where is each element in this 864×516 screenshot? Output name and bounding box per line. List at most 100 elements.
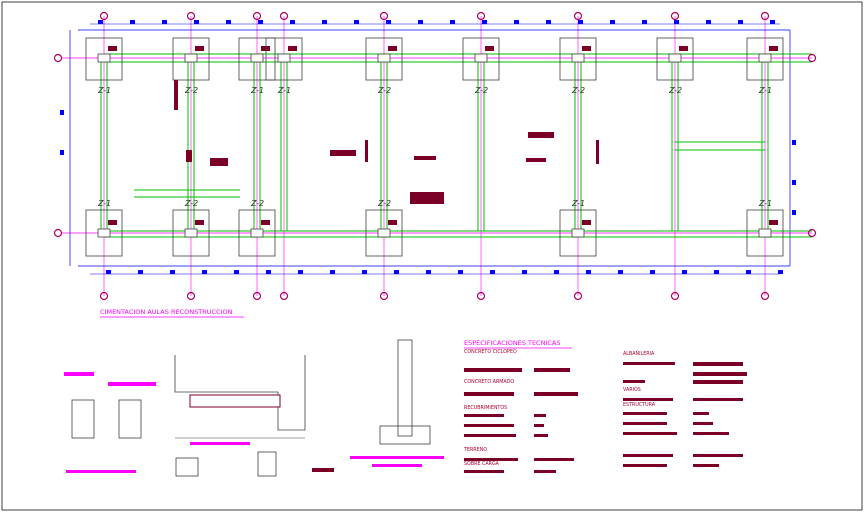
spec-heading-terreno: TERRENO — [463, 447, 487, 453]
footing-outline — [656, 37, 694, 81]
spec-value-bar — [464, 458, 518, 461]
dimension-tick — [426, 270, 431, 274]
dimension-tick — [234, 270, 239, 274]
footing-tag — [388, 46, 397, 51]
spec-value-bar — [623, 464, 667, 467]
dimension-tick — [770, 20, 775, 24]
footing-zone-label: Z-2 — [668, 86, 682, 95]
column — [758, 53, 772, 63]
dimension-tick — [162, 20, 167, 24]
dimension-tick — [266, 270, 271, 274]
footing-tag — [679, 46, 688, 51]
axis-bubble — [573, 291, 583, 301]
footing-zone-label: Z-1 — [250, 86, 264, 95]
spec-value-bar — [464, 434, 516, 437]
spec-value-bar — [623, 454, 673, 457]
spec-value-bar — [534, 424, 544, 427]
axis-bubble — [99, 11, 109, 21]
dimension-tick — [578, 20, 583, 24]
dimension-tick — [650, 270, 655, 274]
spec-value-bar — [464, 368, 522, 372]
detail-label-bar — [108, 382, 156, 386]
spec-value-bar — [693, 398, 743, 401]
spec-value-bar — [623, 412, 667, 415]
footing-tag — [485, 46, 494, 51]
dimension-tick — [170, 270, 175, 274]
dimension-tick — [746, 270, 751, 274]
dimension-tick — [554, 270, 559, 274]
axis-bubble — [760, 291, 770, 301]
footing-zone-label: Z-2 — [571, 86, 585, 95]
dimension-tick — [386, 20, 391, 24]
spec-heading-concreto-armado: CONCRETO ARMADO — [464, 379, 514, 385]
axis-bubble — [99, 291, 109, 301]
footing-zone-label: Z-1 — [97, 86, 111, 95]
footing-outline — [365, 37, 403, 81]
footing-tag — [195, 220, 204, 225]
column — [377, 228, 391, 238]
footing-outline — [172, 209, 210, 257]
footing-zone-label: Z-2 — [184, 86, 198, 95]
dimension-tick — [330, 270, 335, 274]
dimension-tick — [418, 20, 423, 24]
detail-label-bar — [372, 464, 422, 467]
dimension-tick — [354, 20, 359, 24]
spec-value-bar — [693, 372, 747, 376]
dimension-tick — [258, 20, 263, 24]
axis-bubble — [379, 11, 389, 21]
footing-tag — [195, 46, 204, 51]
spec-heading-recubrimientos: RECUBRIMIENTOS — [464, 405, 507, 411]
footing-outline — [746, 209, 784, 257]
dimension-tick — [682, 270, 687, 274]
dimension-tick — [362, 270, 367, 274]
spec-value-bar — [623, 362, 675, 365]
specs-title: ESPECIFICACIONES TECNICAS — [464, 339, 560, 347]
column-detail — [175, 457, 199, 477]
axis-bubble — [279, 11, 289, 21]
dimension-tick — [194, 20, 199, 24]
footing-outline — [265, 37, 303, 81]
dimension-tick — [98, 20, 103, 24]
axis-bubble — [760, 11, 770, 21]
interior-mark — [414, 156, 436, 160]
detail-label-bar — [190, 442, 250, 445]
column — [97, 228, 111, 238]
beam-section — [189, 394, 281, 408]
detail-label-bar — [350, 456, 444, 459]
interior-mark — [596, 140, 599, 164]
footing-outline — [365, 209, 403, 257]
interior-mark — [528, 132, 554, 138]
axis-bubble — [186, 11, 196, 21]
detail-label-bar — [312, 468, 334, 472]
dimension-tick — [60, 150, 64, 155]
axis-bubble — [476, 11, 486, 21]
axis-bubble — [186, 291, 196, 301]
column — [668, 53, 682, 63]
interior-mark — [186, 150, 192, 162]
dimension-tick — [522, 270, 527, 274]
footing-outline — [85, 37, 123, 81]
column — [277, 53, 291, 63]
dimension-tick — [514, 20, 519, 24]
axis-bubble — [807, 228, 817, 238]
column — [571, 228, 585, 238]
spec-value-bar — [693, 362, 743, 366]
plan-title: CIMENTACION AULAS RECONSTRUCCION — [100, 308, 233, 316]
footing-outline — [85, 209, 123, 257]
footing-tag — [769, 46, 778, 51]
dimension-tick — [792, 140, 796, 145]
dimension-tick — [106, 270, 111, 274]
interior-mark — [526, 158, 546, 162]
dimension-tick — [714, 270, 719, 274]
interior-mark — [410, 192, 444, 204]
axis-bubble — [379, 291, 389, 301]
column — [250, 53, 264, 63]
spec-value-bar — [623, 398, 673, 401]
dimension-tick — [298, 270, 303, 274]
spec-value-bar — [534, 470, 556, 473]
spec-value-bar — [693, 464, 719, 467]
footing-section — [71, 399, 95, 439]
spec-value-bar — [693, 432, 729, 435]
wall-section-outline — [174, 355, 306, 431]
